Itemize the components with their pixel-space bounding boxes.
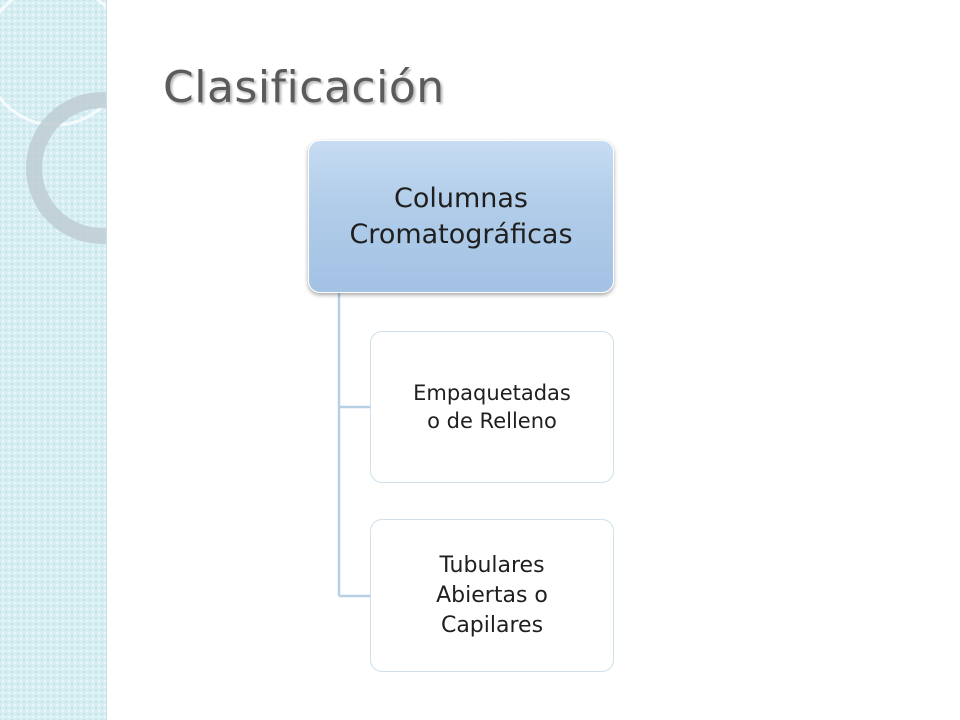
child-node-label: Tubulares Abiertas o Capilares [436, 552, 548, 638]
root-node-label: Columnas Cromatográficas [349, 182, 573, 250]
slide-title: Clasificación [163, 62, 445, 113]
decorative-ring-lower [26, 92, 106, 244]
decorative-rings [0, 0, 106, 244]
child-node-label: Empaquetadas o de Relleno [413, 381, 571, 433]
child-node: Tubulares Abiertas o Capilares [370, 519, 614, 672]
child-node: Empaquetadas o de Relleno [370, 331, 614, 483]
root-node: Columnas Cromatográficas [308, 140, 614, 293]
